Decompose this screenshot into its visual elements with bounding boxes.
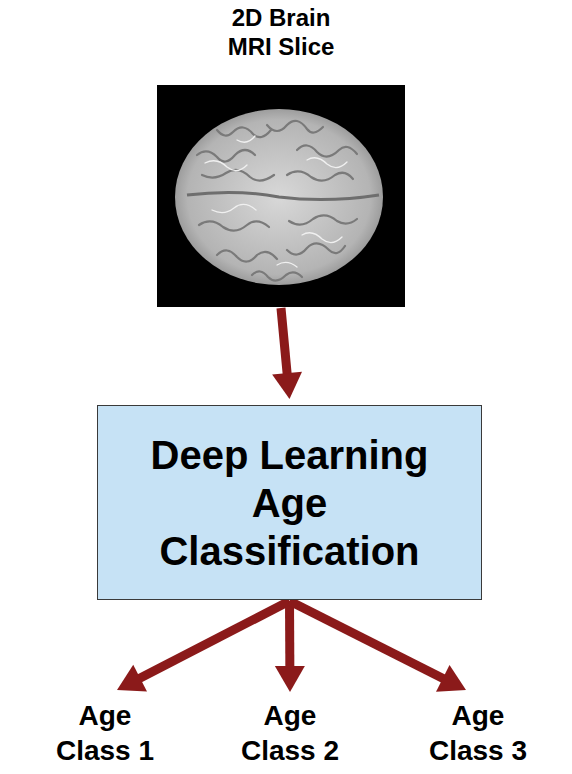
flow-arrow [272,308,302,399]
arrow-shaft [285,601,294,668]
arrow-head [275,666,305,692]
arrow-shaft [138,601,289,679]
mri-image [157,85,405,307]
class-label: Age Class 3 [416,698,541,768]
class-label: Age Class 1 [43,698,168,768]
flow-arrow [290,601,467,692]
flow-arrow [275,601,305,692]
output-class: Age Class 3 [403,698,553,768]
image-heading: 2D Brain MRI Slice [211,4,351,62]
output-class: Age Class 2 [215,698,365,768]
image-node: 2D Brain MRI Slice [150,4,412,307]
arrow-head [272,372,302,399]
process-box: Deep Learning Age Classification [97,405,482,600]
arrow-shaft [290,601,445,679]
arrow-head [436,665,466,692]
process-label: Deep Learning Age Classification [140,431,440,575]
arrow-head [117,665,147,692]
arrow-shaft [281,308,287,375]
class-label: Age Class 2 [228,698,353,768]
flow-arrow [117,601,290,691]
output-class: Age Class 1 [30,698,180,768]
